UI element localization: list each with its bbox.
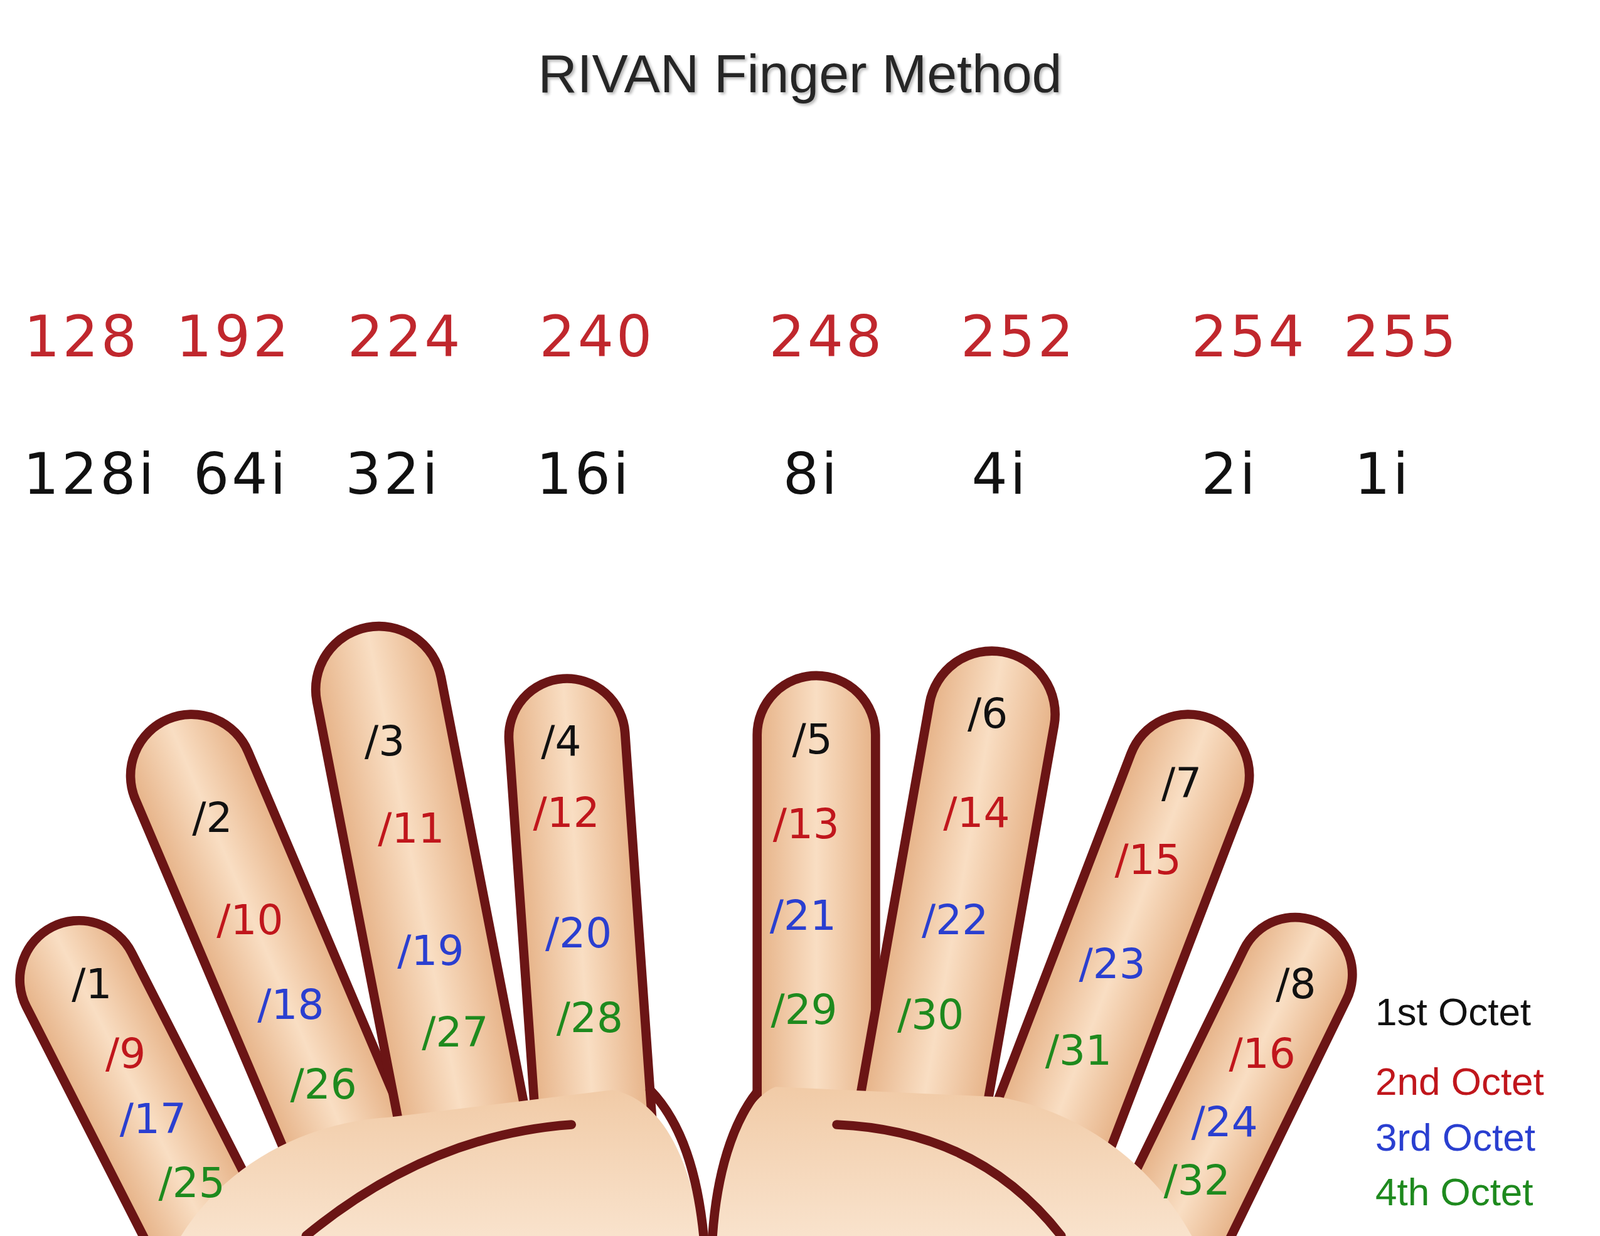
prefix-length: /6: [967, 693, 1008, 735]
mask-value: 254: [1191, 308, 1307, 366]
legend-color: 3rd Octet: [1375, 1115, 1536, 1159]
mask-value: 224: [347, 308, 464, 366]
increment-value: 8i: [783, 446, 840, 503]
prefix-length: /32: [1163, 1160, 1231, 1202]
legend-row: 3rd Octet: [1375, 1118, 1536, 1158]
mask-value: 248: [768, 308, 885, 366]
finger-box: /5/13/21/29: [764, 714, 845, 1036]
finger-box: /3/11/19/27: [359, 715, 494, 1058]
mask-value: 240: [538, 308, 655, 366]
palm-edge: [712, 1091, 758, 1236]
finger-box: /8/16/24/32: [1158, 958, 1322, 1206]
legend-text: 3rd Octet: [1375, 1115, 1536, 1159]
prefix-length: /15: [1114, 839, 1181, 881]
prefix-length: /30: [897, 994, 964, 1036]
fingers: [0, 615, 1372, 1236]
left-palm: [178, 1089, 703, 1236]
legend-color: 1st Octet: [1375, 990, 1531, 1034]
prefix-length: /5: [791, 719, 832, 761]
finger-shape: [505, 674, 655, 1158]
prefix-length: /29: [770, 989, 838, 1031]
prefix-length: /25: [158, 1162, 226, 1205]
palm-crease: [306, 1124, 572, 1236]
prefix-length: /31: [1045, 1030, 1112, 1072]
prefix-length: /23: [1079, 943, 1146, 986]
prefix-length: /7: [1161, 762, 1202, 805]
prefix-length: /28: [556, 997, 624, 1040]
prefix-length: /26: [289, 1064, 357, 1106]
prefix-length: /12: [532, 792, 600, 834]
mask-value: 192: [176, 308, 292, 366]
legend-text: 2nd Octet: [1375, 1059, 1545, 1104]
prefix-length: /22: [921, 899, 989, 942]
legend-color: 4th Octet: [1375, 1170, 1534, 1214]
legend-text: 4th Octet: [1375, 1170, 1534, 1214]
palm-crease: [837, 1124, 1062, 1236]
prefix-length: /1: [71, 963, 112, 1006]
palm-lines: [306, 1089, 1062, 1236]
increment-value: 1i: [1354, 446, 1411, 503]
prefix-length: /14: [943, 792, 1010, 834]
mask-value: 252: [960, 308, 1077, 366]
increment-value: 16i: [535, 446, 632, 503]
legend-row: 1st Octet: [1375, 992, 1531, 1032]
increment-value: 32i: [345, 446, 441, 503]
finger-box: /4/12/20/28: [527, 715, 629, 1045]
prefix-length: /4: [540, 720, 582, 763]
increment-value: 64i: [193, 446, 289, 503]
page-title: RIVAN Finger Method: [0, 46, 1600, 101]
legend-text: 1st Octet: [1375, 990, 1531, 1034]
mask-value: 255: [1343, 308, 1459, 366]
increment-value: 128i: [23, 446, 157, 503]
increment-value: 2i: [1201, 446, 1259, 503]
right-palm: [712, 1086, 1195, 1236]
prefix-length: /13: [773, 803, 840, 846]
palm-edge: [650, 1089, 704, 1236]
legend-color: 2nd Octet: [1375, 1059, 1545, 1104]
prefix-length: /16: [1229, 1033, 1296, 1075]
prefix-length: /21: [769, 895, 837, 937]
prefix-length: /10: [216, 899, 283, 942]
increment-value: 4i: [971, 446, 1029, 503]
prefix-length: /20: [545, 912, 612, 955]
prefix-length: /24: [1190, 1101, 1258, 1144]
prefix-length: /2: [192, 797, 233, 839]
prefix-length: /17: [119, 1098, 187, 1141]
prefix-length: /11: [377, 808, 445, 850]
prefix-length: /27: [421, 1012, 489, 1054]
prefix-length: /8: [1275, 963, 1316, 1006]
prefix-length: /18: [257, 984, 324, 1026]
prefix-length: /9: [105, 1033, 146, 1075]
mask-value: 128: [23, 308, 140, 366]
finger-box: /7/15/23/31: [1040, 757, 1207, 1077]
prefix-length: /19: [397, 930, 464, 972]
finger-box: /1/9/17/25: [66, 958, 231, 1210]
prefix-length: /3: [364, 720, 405, 763]
legend-row: 4th Octet: [1375, 1172, 1534, 1212]
legend-row: 2nd Octet: [1375, 1062, 1545, 1102]
finger-shape: [757, 675, 876, 1154]
finger-box: /6/14/22/30: [892, 688, 1015, 1041]
finger-box: /2/10/18/26: [186, 792, 362, 1110]
